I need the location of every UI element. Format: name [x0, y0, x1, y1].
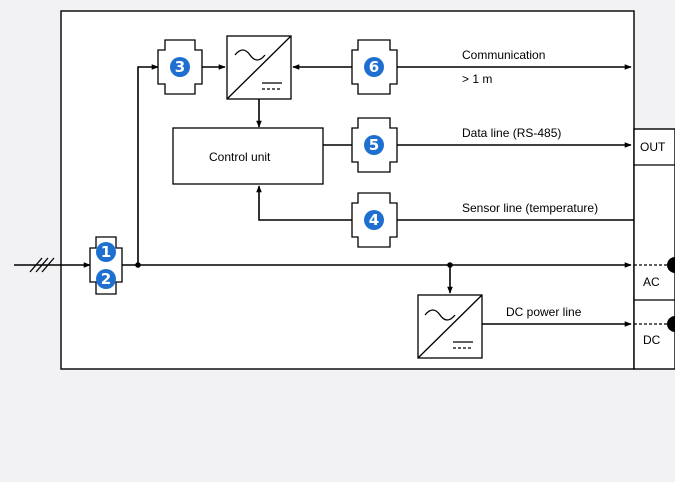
dc-terminal-dot [667, 316, 675, 332]
badge-4: 4 [364, 210, 384, 230]
svg-text:6: 6 [369, 58, 379, 76]
distance-label: > 1 m [462, 72, 492, 86]
dc-label: DC [643, 333, 661, 347]
communication-label: Communication [462, 48, 545, 62]
svg-text:1: 1 [101, 243, 111, 261]
badge-2: 2 [96, 269, 116, 289]
out-label: OUT [640, 140, 666, 154]
data-line-label: Data line (RS-485) [462, 126, 561, 140]
branch-to-protector-3 [137, 64, 159, 265]
ac-label: AC [643, 275, 660, 289]
sensor-line-label: Sensor line (temperature) [462, 201, 598, 215]
out-terminal-strip [633, 128, 675, 370]
system-enclosure [60, 10, 635, 370]
badge-5: 5 [364, 135, 384, 155]
badge-6: 6 [364, 57, 384, 77]
three-phase-slashes [29, 257, 55, 273]
control-unit-label: Control unit [209, 150, 271, 164]
svg-text:2: 2 [101, 270, 111, 288]
svg-text:4: 4 [369, 211, 379, 229]
ac-terminal-dot [667, 257, 675, 273]
control-unit-box [172, 127, 324, 185]
svg-text:3: 3 [175, 58, 185, 76]
dc-power-line-label: DC power line [506, 305, 582, 319]
badge-1: 1 [96, 242, 116, 262]
svg-text:5: 5 [369, 136, 379, 154]
badge-3: 3 [170, 57, 190, 77]
